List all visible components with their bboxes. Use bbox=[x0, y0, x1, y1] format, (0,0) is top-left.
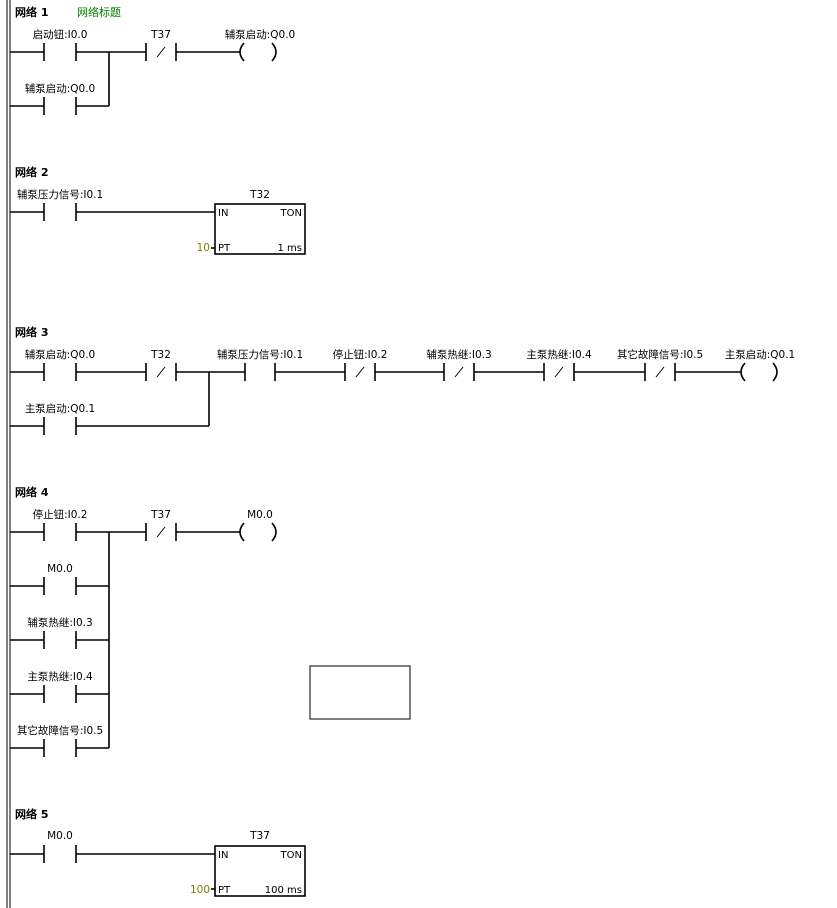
network-4-title: 网络 4 bbox=[15, 485, 49, 499]
contact-nc[interactable]: T32 bbox=[145, 349, 177, 381]
network-1-header[interactable]: 网络 1 网络标题 bbox=[15, 5, 121, 19]
coil-label: M0.0 bbox=[247, 509, 273, 521]
contact-label: 停止钮:I0.2 bbox=[33, 508, 88, 521]
contact-nc[interactable]: T37 bbox=[145, 509, 177, 541]
network-4-header[interactable]: 网络 4 bbox=[15, 485, 49, 499]
timer-in-label: IN bbox=[218, 850, 228, 861]
contact-label: 辅泵启动:Q0.0 bbox=[25, 348, 96, 361]
contact-nc[interactable]: 主泵热继:I0.4 bbox=[526, 348, 592, 381]
contact-label: 其它故障信号:I0.5 bbox=[617, 348, 703, 361]
contact-no[interactable]: M0.0 bbox=[43, 830, 77, 863]
coil-label: 辅泵启动:Q0.0 bbox=[225, 28, 296, 41]
coil[interactable]: 主泵启动:Q0.1 bbox=[725, 348, 796, 382]
contact-label: 其它故障信号:I0.5 bbox=[17, 724, 103, 737]
coil[interactable]: M0.0 bbox=[239, 509, 277, 542]
contact-no[interactable]: 辅泵压力信号:I0.1 bbox=[217, 348, 303, 381]
timer-box[interactable]: T37 IN TON PT 100 ms 100 bbox=[190, 830, 306, 897]
contact-no[interactable]: 主泵启动:Q0.1 bbox=[25, 402, 96, 435]
network-1-rung bbox=[10, 51, 240, 107]
contact-label: 停止钮:I0.2 bbox=[333, 348, 388, 361]
timer-type: TON bbox=[280, 208, 302, 219]
contact-no[interactable]: 辅泵启动:Q0.0 bbox=[25, 348, 96, 381]
contact-no[interactable]: 辅泵启动:Q0.0 bbox=[25, 82, 96, 115]
network-1-comment[interactable]: 网络标题 bbox=[77, 5, 121, 19]
network-2-rung bbox=[10, 211, 215, 249]
contact-label: T32 bbox=[150, 349, 171, 361]
contact-label: 主泵热继:I0.4 bbox=[526, 348, 592, 361]
contact-no[interactable]: 停止钮:I0.2 bbox=[33, 508, 88, 541]
network-5-title: 网络 5 bbox=[15, 807, 48, 821]
contact-nc[interactable]: 其它故障信号:I0.5 bbox=[617, 348, 703, 381]
contact-no[interactable]: 辅泵热继:I0.3 bbox=[27, 616, 93, 649]
contact-no[interactable]: 辅泵压力信号:I0.1 bbox=[17, 188, 103, 221]
network-3-title: 网络 3 bbox=[15, 325, 48, 339]
timer-resolution: 1 ms bbox=[278, 243, 303, 254]
contact-nc[interactable]: 辅泵热继:I0.3 bbox=[426, 348, 492, 381]
timer-pt-label: PT bbox=[218, 243, 231, 254]
timer-in-label: IN bbox=[218, 208, 228, 219]
contact-label: 启动钮:I0.0 bbox=[33, 28, 88, 41]
contact-label: T37 bbox=[150, 509, 171, 521]
contact-label: 辅泵热继:I0.3 bbox=[27, 616, 92, 629]
timer-box[interactable]: T32 IN TON PT 1 ms 10 bbox=[197, 189, 306, 255]
network-5-header[interactable]: 网络 5 bbox=[15, 807, 48, 821]
contact-label: T37 bbox=[150, 29, 171, 41]
timer-label: T37 bbox=[249, 830, 270, 842]
empty-selection-box[interactable] bbox=[309, 665, 411, 720]
left-power-rail bbox=[6, 0, 11, 908]
network-4-rung bbox=[10, 531, 240, 749]
network-2-header[interactable]: 网络 2 bbox=[15, 165, 48, 179]
contact-nc[interactable]: T37 bbox=[145, 29, 177, 61]
network-5-rung bbox=[10, 853, 215, 890]
network-2-title: 网络 2 bbox=[15, 165, 48, 179]
coil-label: 主泵启动:Q0.1 bbox=[725, 348, 796, 361]
timer-pt-label: PT bbox=[218, 885, 231, 896]
contact-label: 主泵热继:I0.4 bbox=[27, 670, 93, 683]
contact-nc[interactable]: 停止钮:I0.2 bbox=[333, 348, 388, 381]
timer-type: TON bbox=[280, 850, 302, 861]
timer-resolution: 100 ms bbox=[265, 885, 302, 896]
contact-no[interactable]: M0.0 bbox=[43, 563, 77, 595]
contact-label: 辅泵压力信号:I0.1 bbox=[217, 348, 303, 361]
contact-no[interactable]: 其它故障信号:I0.5 bbox=[17, 724, 103, 757]
contact-no[interactable]: 主泵热继:I0.4 bbox=[27, 670, 93, 703]
coil[interactable]: 辅泵启动:Q0.0 bbox=[225, 28, 296, 62]
timer-preset-value[interactable]: 100 bbox=[190, 884, 210, 896]
contact-label: M0.0 bbox=[47, 563, 73, 575]
contact-label: 辅泵热继:I0.3 bbox=[426, 348, 491, 361]
timer-label: T32 bbox=[249, 189, 270, 201]
contact-no[interactable]: 启动钮:I0.0 bbox=[33, 28, 88, 61]
timer-preset-value[interactable]: 10 bbox=[197, 242, 210, 254]
network-1-title: 网络 1 bbox=[15, 5, 48, 19]
network-3-header[interactable]: 网络 3 bbox=[15, 325, 48, 339]
contact-label: M0.0 bbox=[47, 830, 73, 842]
contact-label: 辅泵启动:Q0.0 bbox=[25, 82, 96, 95]
contact-label: 主泵启动:Q0.1 bbox=[25, 402, 96, 415]
network-3-rung bbox=[10, 371, 741, 427]
contact-label: 辅泵压力信号:I0.1 bbox=[17, 188, 103, 201]
